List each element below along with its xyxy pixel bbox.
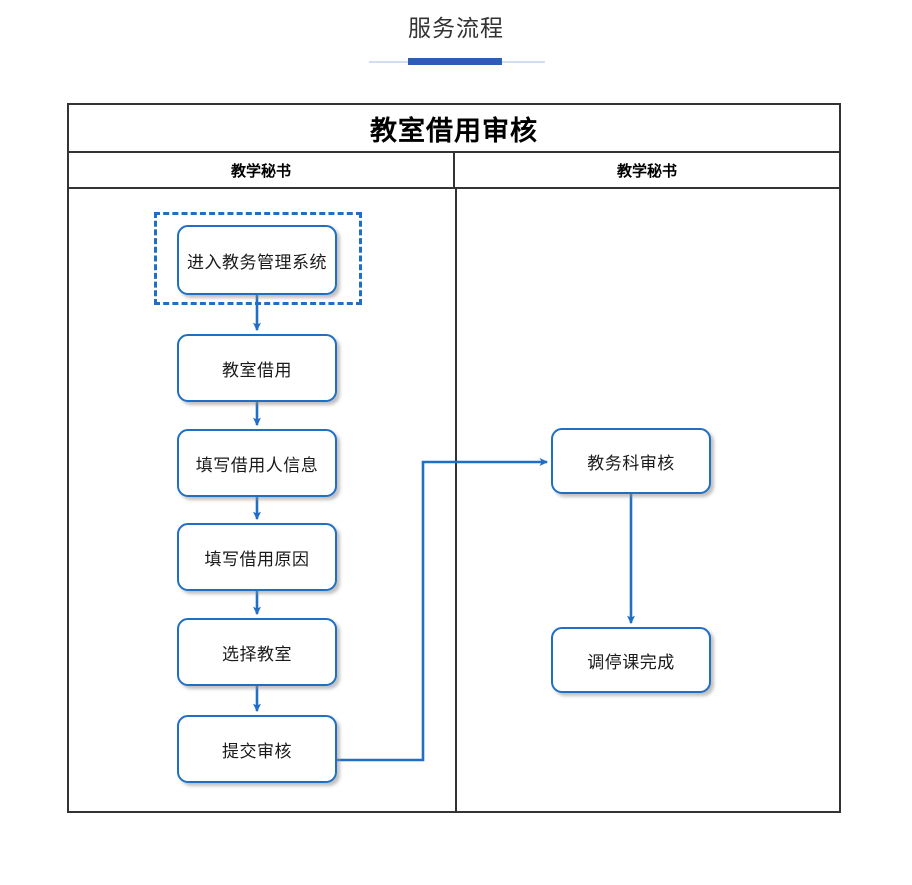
lane-header-left: 教学秘书 <box>69 153 455 187</box>
node-submit-review[interactable]: 提交审核 <box>177 715 337 783</box>
flow-title: 教室借用审核 <box>69 105 839 153</box>
page-title: 服务流程 <box>0 14 912 44</box>
node-fill-borrower-info[interactable]: 填写借用人信息 <box>177 429 337 497</box>
title-rule-accent <box>408 58 502 65</box>
node-fill-borrow-reason[interactable]: 填写借用原因 <box>177 523 337 591</box>
node-enter-academic-system[interactable]: 进入教务管理系统 <box>177 225 337 295</box>
lane-header-row: 教学秘书 教学秘书 <box>69 153 839 189</box>
lane-header-right: 教学秘书 <box>616 161 677 180</box>
node-classroom-borrow[interactable]: 教室借用 <box>177 334 337 402</box>
page-title-text: 服务流程 <box>408 16 504 42</box>
node-schedule-change-complete[interactable]: 调停课完成 <box>551 627 711 693</box>
node-select-classroom[interactable]: 选择教室 <box>177 618 337 686</box>
node-academic-office-review[interactable]: 教务科审核 <box>551 428 711 494</box>
group-dashed-box <box>154 212 362 305</box>
lane-divider <box>455 189 457 811</box>
